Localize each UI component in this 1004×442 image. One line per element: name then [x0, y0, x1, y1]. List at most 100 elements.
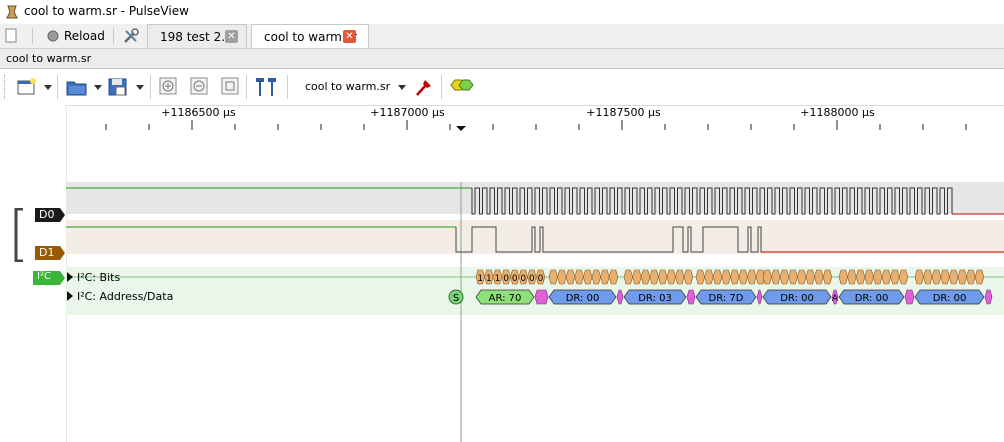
bit-value: 0 — [512, 274, 518, 284]
ruler-label: +1188000 µs — [800, 106, 875, 119]
ack-annotation — [904, 289, 915, 305]
byte-label: AR: 70 — [489, 293, 522, 304]
bit-cell — [695, 269, 705, 285]
bit-cell — [822, 269, 833, 285]
bit-cell — [898, 269, 909, 285]
zoom-out-icon — [190, 77, 208, 95]
bit-value: 0 — [538, 274, 544, 284]
byte-label: DR: 00 — [855, 293, 889, 304]
bit-value: 1 — [477, 274, 483, 284]
bit-cell — [747, 269, 757, 285]
zoom-fit-button[interactable] — [221, 77, 239, 98]
ack-annotation — [534, 289, 549, 305]
zoom-in-button[interactable] — [159, 77, 177, 98]
bit-cell — [855, 269, 866, 285]
bit-cell: 0 — [535, 269, 546, 285]
device-config-button[interactable] — [414, 77, 434, 100]
bit-cell — [574, 269, 584, 285]
save-dropdown-arrow[interactable] — [136, 85, 144, 90]
tab-cool-to-warm[interactable]: cool to warm.sr ✕ — [251, 24, 369, 48]
reload-button[interactable]: Reload — [46, 24, 106, 48]
separator — [287, 75, 288, 99]
signal-name: D1 — [39, 246, 55, 259]
separator — [32, 28, 33, 44]
bit-cell — [738, 269, 748, 285]
data-annotation: DR: 03 — [623, 289, 687, 305]
folder-open-icon — [66, 81, 87, 96]
bit-cell: 1 — [475, 269, 485, 285]
zoom-out-button[interactable] — [190, 77, 208, 98]
d0-clock-edges — [471, 187, 953, 215]
main-toolbar: cool to warm.sr — [0, 69, 1004, 106]
device-selector-value: cool to warm.sr — [305, 80, 391, 93]
ack-annotation — [616, 289, 624, 305]
bit-cell — [666, 269, 676, 285]
device-selector-arrow — [398, 85, 406, 90]
row-name: I²C: Bits — [77, 271, 121, 284]
protocol-decoder-icon — [450, 79, 474, 91]
ruler-label: +1187500 µs — [586, 106, 661, 119]
separator — [150, 75, 151, 99]
bit-cell — [649, 269, 659, 285]
bit-cell — [966, 269, 976, 285]
start-marker: S — [448, 289, 464, 305]
bit-cell — [704, 269, 714, 285]
data-annotation: DR: 00 — [914, 289, 985, 305]
new-view-button[interactable] — [17, 77, 37, 100]
bit-cell: 0 — [518, 269, 528, 285]
save-button[interactable] — [107, 77, 129, 100]
bit-cell — [548, 269, 558, 285]
bit-value: 1 — [486, 274, 492, 284]
decoder-name: I²C — [37, 271, 51, 282]
bit-cell — [721, 269, 731, 285]
bit-cell — [583, 269, 593, 285]
bit-cell: 0 — [527, 269, 537, 285]
pulseview-logo-icon — [6, 5, 18, 19]
decoder-tag-shape — [33, 271, 65, 285]
add-decoder-button[interactable] — [450, 77, 474, 96]
device-selector[interactable]: cool to warm.sr — [298, 77, 410, 97]
ruler-label: +1186500 µs — [161, 106, 236, 119]
bit-cell — [771, 269, 781, 285]
expand-arrow-icon[interactable] — [66, 272, 74, 282]
start-label: S — [453, 293, 459, 304]
d1-edges — [455, 226, 1004, 253]
new-view-dropdown-arrow[interactable] — [44, 85, 52, 90]
bit-cell — [557, 269, 567, 285]
separator — [57, 75, 58, 99]
bit-cell — [805, 269, 815, 285]
bit-cell — [914, 269, 924, 285]
byte-label: DR: 03 — [638, 293, 672, 304]
bit-cell: 1 — [492, 269, 503, 285]
decoder-i2c-label[interactable]: I²C — [33, 270, 66, 289]
signal-group-bracket[interactable] — [14, 208, 24, 262]
ack-annotation — [756, 289, 763, 305]
d0-waveform — [66, 187, 1004, 215]
data-annotation: DR: 00 — [762, 289, 832, 305]
time-ruler[interactable]: +1186500 µs +1187000 µs +1187500 µs +118… — [66, 106, 1004, 182]
close-tab-icon[interactable]: ✕ — [225, 30, 238, 43]
new-session-button[interactable] — [4, 24, 24, 48]
window-title: cool to warm.sr - PulseView — [24, 4, 189, 18]
settings-button[interactable] — [122, 24, 142, 48]
bit-cell — [940, 269, 950, 285]
bit-cell — [974, 269, 985, 285]
session-tab-bar: Reload 198 test 2.sr ✕ cool to warm.sr ✕ — [0, 24, 1004, 49]
tab-198-test-2[interactable]: 198 test 2.sr ✕ — [147, 24, 247, 48]
signal-d1-label[interactable]: D1 — [35, 245, 66, 264]
signal-tag-shape — [35, 246, 65, 260]
cursors-button[interactable] — [254, 77, 278, 100]
expand-arrow-icon[interactable] — [66, 291, 74, 301]
bit-cell: 1 — [484, 269, 494, 285]
bit-cell — [838, 269, 848, 285]
open-button[interactable] — [66, 77, 88, 100]
open-dropdown-arrow[interactable] — [94, 85, 102, 90]
byte-label: DR: 00 — [566, 293, 600, 304]
session-name: cool to warm.sr — [6, 52, 92, 65]
separator — [246, 75, 247, 99]
bit-cell — [873, 269, 883, 285]
close-tab-icon[interactable]: ✕ — [343, 30, 356, 43]
signal-d0-label[interactable]: D0 — [35, 207, 66, 226]
